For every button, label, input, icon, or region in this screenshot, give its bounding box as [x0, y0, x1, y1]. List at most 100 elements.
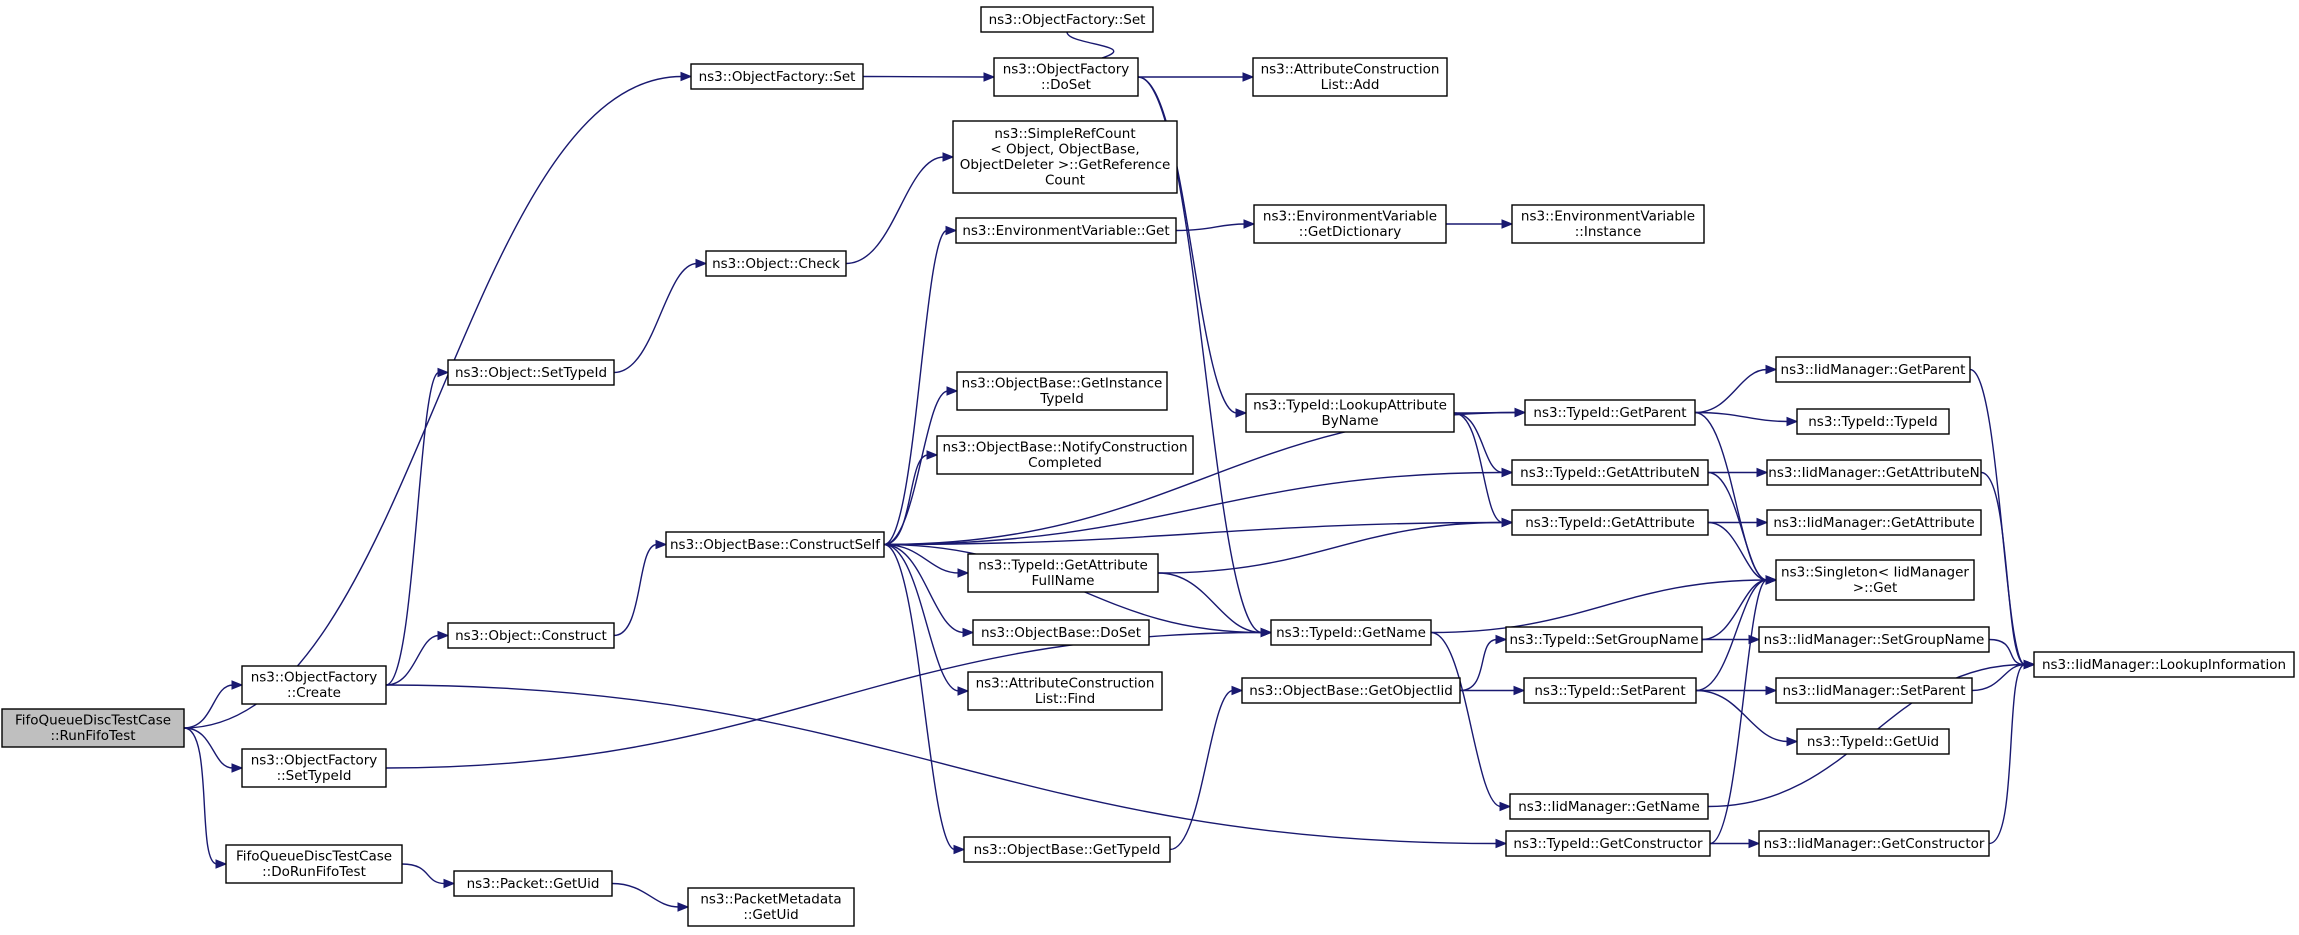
node-tid-setparent[interactable]: ns3::TypeId::SetParent — [1523, 677, 1697, 704]
edge-tid_getparent-to-tid_typeid — [1694, 411, 1789, 423]
node-label: ns3::ObjectBase::GetInstance — [962, 376, 1163, 392]
node-ob-getobjectiid[interactable]: ns3::ObjectBase::GetObjectIid — [1241, 677, 1461, 704]
node-label: ns3::ObjectFactory::Set — [989, 12, 1146, 28]
node-box — [1511, 509, 1709, 536]
node-iid-getattr[interactable]: ns3::IidManager::GetAttribute — [1766, 509, 1982, 536]
node-box — [690, 63, 864, 90]
node-of-doset[interactable]: ns3::ObjectFactory::DoSet — [993, 57, 1139, 97]
node-box — [972, 619, 1150, 646]
node-pkt-getuid[interactable]: ns3::Packet::GetUid — [453, 870, 613, 897]
node-ob-gettypeid[interactable]: ns3::ObjectBase::GetTypeId — [963, 836, 1171, 863]
node-iid-lookupinfo[interactable]: ns3::IidManager::LookupInformation — [2033, 651, 2295, 678]
edge-arrowhead — [2023, 659, 2036, 670]
node-box — [1505, 626, 1703, 653]
node-ob-doset[interactable]: ns3::ObjectBase::DoSet — [972, 619, 1150, 646]
node-iid-getname[interactable]: ns3::IidManager::GetName — [1509, 793, 1709, 820]
node-pktmeta-getuid[interactable]: ns3::PacketMetadata::GetUid — [687, 887, 855, 927]
edge-iid_setgroupname-to-iid_lookupinfo — [1988, 638, 2026, 666]
node-label: ns3::Object::Construct — [455, 628, 607, 644]
node-box — [963, 836, 1171, 863]
edge-arrowhead — [1513, 685, 1526, 696]
node-box — [241, 665, 387, 705]
node-label: ns3::Packet::GetUid — [467, 876, 600, 892]
node-iid-getparent[interactable]: ns3::IidManager::GetParent — [1775, 356, 1971, 383]
node-iid-setparent[interactable]: ns3::IidManager::SetParent — [1775, 677, 1973, 704]
node-label: ns3::TypeId::LookupAttribute — [1253, 398, 1447, 414]
node-label: ns3::ObjectFactory — [251, 670, 378, 686]
edge-arrowhead — [1756, 467, 1769, 478]
node-box — [241, 748, 387, 788]
node-iid-getattrn[interactable]: ns3::IidManager::GetAttributeN — [1766, 459, 1982, 486]
node-iid-setgroupname[interactable]: ns3::IidManager::SetGroupName — [1758, 626, 1990, 653]
node-env-get[interactable]: ns3::EnvironmentVariable::Get — [955, 217, 1177, 244]
edge-iid_getattrn-to-iid_lookupinfo — [1980, 471, 2026, 666]
edge-ob_constructself-to-ob_notify — [883, 454, 929, 546]
edge-arrowhead — [1242, 72, 1255, 82]
node-box — [1796, 408, 1950, 435]
node-tid-getattr[interactable]: ns3::TypeId::GetAttribute — [1511, 509, 1709, 536]
node-run-fifo[interactable]: FifoQueueDiscTestCase::RunFifoTest — [1, 708, 185, 748]
node-label: ns3::TypeId::GetConstructor — [1513, 836, 1703, 852]
node-label: ns3::TypeId::GetAttribute — [1525, 515, 1695, 531]
node-of-set[interactable]: ns3::ObjectFactory::Set — [690, 63, 864, 90]
node-tid-setgroupname[interactable]: ns3::TypeId::SetGroupName — [1505, 626, 1703, 653]
node-label: ::DoRunFifoTest — [262, 864, 366, 880]
node-label: FifoQueueDiscTestCase — [236, 849, 392, 865]
node-singleton-get[interactable]: ns3::Singleton< IidManager>::Get — [1775, 559, 1975, 601]
node-tid-getuid[interactable]: ns3::TypeId::GetUid — [1796, 728, 1950, 755]
edge-ob_constructself-to-tid_getattrn — [883, 471, 1504, 546]
node-label: ns3::IidManager::GetConstructor — [1764, 836, 1985, 852]
node-of-set2[interactable]: ns3::ObjectFactory::Set — [980, 6, 1154, 33]
node-box — [1758, 626, 1990, 653]
node-box — [705, 250, 847, 277]
edge-ob_constructself-to-tid_getattr — [883, 521, 1504, 546]
node-tid-getattrn[interactable]: ns3::TypeId::GetAttributeN — [1511, 459, 1709, 486]
node-layer: FifoQueueDiscTestCase::RunFifoTestns3::O… — [1, 6, 2295, 927]
node-box — [1505, 830, 1711, 857]
node-tid-getparent[interactable]: ns3::TypeId::GetParent — [1524, 399, 1696, 426]
edge-arrowhead — [957, 568, 970, 578]
edge-of_set-to-of_doset — [862, 75, 986, 78]
node-of-settypeid[interactable]: ns3::ObjectFactory::SetTypeId — [241, 748, 387, 788]
node-label: ns3::IidManager::SetParent — [1783, 683, 1966, 699]
node-box — [1, 708, 185, 748]
node-src-getref[interactable]: ns3::SimpleRefCount< Object, ObjectBase,… — [952, 120, 1178, 194]
node-box — [1511, 204, 1705, 244]
edge-arrowhead — [953, 844, 966, 855]
node-env-getdict[interactable]: ns3::EnvironmentVariable::GetDictionary — [1253, 204, 1447, 244]
edge-of_doset-to-of_set2 — [1066, 31, 1115, 59]
node-box — [967, 553, 1159, 593]
edge-arrowhead — [231, 680, 244, 690]
node-tid-getname[interactable]: ns3::TypeId::GetName — [1270, 619, 1432, 646]
node-label: ns3::IidManager::GetParent — [1781, 362, 1966, 378]
edge-ob_constructself-to-acl_find — [883, 543, 960, 692]
edge-ob_constructself-to-ob_getinstancetid — [883, 390, 949, 546]
node-obj-construct[interactable]: ns3::Object::Construct — [447, 622, 615, 649]
node-obj-check[interactable]: ns3::Object::Check — [705, 250, 847, 277]
edge-arrowhead — [1495, 838, 1508, 849]
edge-of_create-to-obj_construct — [385, 634, 440, 686]
node-ob-constructself[interactable]: ns3::ObjectBase::ConstructSelf — [665, 531, 885, 558]
node-label: ns3::IidManager::SetGroupName — [1764, 632, 1985, 648]
node-tid-getconstructor[interactable]: ns3::TypeId::GetConstructor — [1505, 830, 1711, 857]
node-env-instance[interactable]: ns3::EnvironmentVariable::Instance — [1511, 204, 1705, 244]
node-box — [993, 57, 1139, 97]
node-label: >::Get — [1853, 580, 1897, 596]
node-iid-getconstructor[interactable]: ns3::IidManager::GetConstructor — [1758, 830, 1990, 857]
node-tid-typeid[interactable]: ns3::TypeId::TypeId — [1796, 408, 1950, 435]
node-label: ns3::IidManager::GetAttributeN — [1768, 465, 1979, 481]
node-box — [1523, 677, 1697, 704]
edge-arrowhead — [1786, 416, 1799, 427]
node-do-run-fifo[interactable]: FifoQueueDiscTestCase::DoRunFifoTest — [225, 844, 403, 884]
node-ob-notify[interactable]: ns3::ObjectBase::NotifyConstructionCompl… — [936, 435, 1194, 475]
node-box — [1511, 459, 1709, 486]
node-of-create[interactable]: ns3::ObjectFactory::Create — [241, 665, 387, 705]
node-label: ns3::TypeId::GetAttribute — [978, 558, 1148, 574]
edge-tid_lookupattr-to-tid_getparent — [1453, 411, 1517, 414]
node-obj-settypeid[interactable]: ns3::Object::SetTypeId — [447, 359, 615, 386]
